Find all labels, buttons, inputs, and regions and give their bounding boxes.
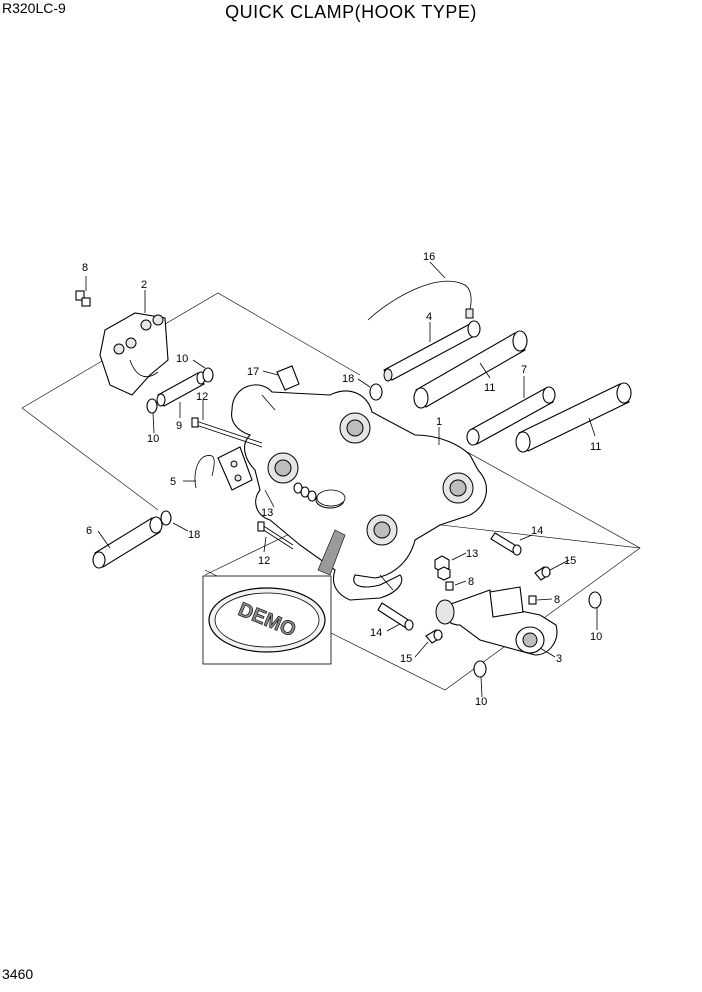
callout-18a: 18 <box>342 373 354 385</box>
page-title: QUICK CLAMP(HOOK TYPE) <box>225 2 477 22</box>
part-3-cylinder <box>435 586 558 656</box>
callout-10a: 10 <box>176 353 188 365</box>
callout-10d: 10 <box>475 696 487 708</box>
part-4-pin <box>383 320 481 382</box>
callout-9: 9 <box>176 420 182 432</box>
page-number: 3460 <box>2 966 34 982</box>
callout-12a: 12 <box>196 391 208 403</box>
part-16-wire <box>367 280 474 321</box>
callout-13a: 13 <box>261 507 273 519</box>
part-12-bolt-upper <box>191 417 263 448</box>
logo-inset: DEMO <box>202 575 332 665</box>
frame-logo-plate <box>316 489 346 507</box>
callout-13b: 13 <box>466 548 478 560</box>
part-10-ring-bottom <box>473 660 487 678</box>
part-15-elbow-right <box>534 566 551 581</box>
part-15-elbow-left <box>425 629 443 644</box>
callout-8a: 8 <box>82 262 88 274</box>
callout-18b: 18 <box>188 529 200 541</box>
callout-4: 4 <box>426 311 432 323</box>
part-10-ring-right <box>588 591 602 609</box>
callout-17: 17 <box>247 366 259 378</box>
part-13-nuts-left <box>293 482 317 502</box>
callout-16: 16 <box>423 251 435 263</box>
callout-3: 3 <box>556 653 562 665</box>
part-10-ring-a <box>202 367 214 383</box>
callout-12b: 12 <box>258 555 270 567</box>
callout-2: 2 <box>141 279 147 291</box>
callouts: 1 2 3 4 5 6 7 8 8 8 9 10 10 10 10 11 11 … <box>82 251 602 708</box>
callout-8c: 8 <box>554 594 560 606</box>
callout-1: 1 <box>436 416 442 428</box>
callout-8b: 8 <box>468 576 474 588</box>
callout-6: 6 <box>86 525 92 537</box>
part-2-hook-bracket <box>99 312 169 396</box>
part-10-ring-b <box>146 398 158 414</box>
hatched-tag <box>317 529 346 576</box>
part-13-nuts-right <box>434 555 451 581</box>
part-11-pin-upper <box>413 330 528 409</box>
part-5-plate-and-wire <box>194 446 253 491</box>
callout-15a: 15 <box>564 555 576 567</box>
part-8-grease-fitting-upper <box>75 290 91 307</box>
part-11-pin-lower <box>515 382 632 453</box>
part-17-clip <box>276 365 300 391</box>
callout-7: 7 <box>521 364 527 376</box>
callout-11a: 11 <box>484 382 495 394</box>
model-code: R320LC-9 <box>2 0 66 16</box>
callout-14b: 14 <box>370 627 382 639</box>
part-7-pin <box>466 386 556 446</box>
callout-10b: 10 <box>147 433 159 445</box>
part-12-bolt-lower <box>257 521 294 550</box>
part-8-grease-fitting-mid <box>445 581 454 591</box>
part-8-grease-fitting-right <box>528 595 537 605</box>
callout-15b: 15 <box>400 653 412 665</box>
part-18-ring-upper <box>369 383 383 401</box>
leader-lines <box>85 261 598 698</box>
callout-10c: 10 <box>590 631 602 643</box>
callout-11b: 11 <box>590 441 601 453</box>
part-14-bolt-right <box>490 532 522 556</box>
callout-5: 5 <box>170 476 176 488</box>
part-18-ring-lower <box>160 510 172 526</box>
part-6-pin <box>92 516 163 569</box>
callout-14a: 14 <box>531 525 543 537</box>
part-14-bolt-left <box>377 602 414 631</box>
